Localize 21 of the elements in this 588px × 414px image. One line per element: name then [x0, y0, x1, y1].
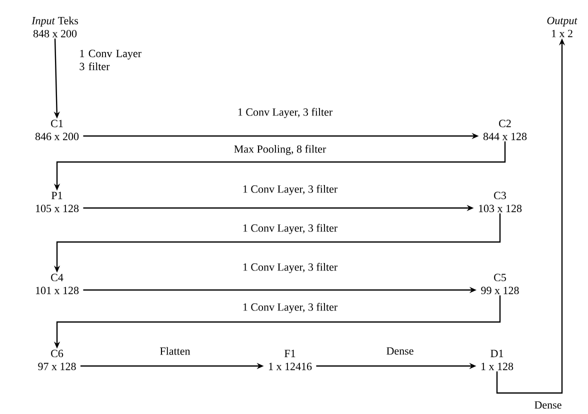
layer-label: D1 1 x 128: [481, 350, 514, 370]
edge-label: 1 Conv Layer, 3 filter: [238, 108, 332, 118]
layer-label: Output 1 x 2: [547, 16, 578, 38]
edge-label: Dense: [386, 347, 414, 355]
edge-label: Flatten: [160, 347, 190, 355]
edge-label: Dense: [534, 401, 562, 409]
layer-label: C4 101 x 128: [36, 274, 79, 294]
layer-label: C2 844 x 128: [483, 120, 527, 140]
layer-label: Input Teks 848 x 200: [32, 16, 78, 38]
edge-label: 1 Conv Layer, 3 filter: [243, 184, 338, 196]
layer-label: C5 99 x 128: [481, 274, 519, 294]
edge-label: 1 Conv Layer 3 filter: [80, 50, 142, 70]
edge-label: Max Pooling, 8 filter: [234, 144, 326, 156]
layer-label: C3 103 x 128: [478, 192, 522, 212]
layer-label: C6 97 x 128: [38, 350, 76, 370]
edge-label: 1 Conv Layer, 3 filter: [243, 302, 338, 314]
edge-label: 1 Conv Layer, 3 filter: [243, 224, 338, 234]
layer-label: C1 846 x 200: [35, 120, 79, 140]
layer-label: F1 1 x 12416: [268, 350, 312, 370]
edge-label: 1 Conv Layer, 3 filter: [243, 262, 338, 274]
layer-label: P1 105 x 128: [36, 192, 79, 212]
